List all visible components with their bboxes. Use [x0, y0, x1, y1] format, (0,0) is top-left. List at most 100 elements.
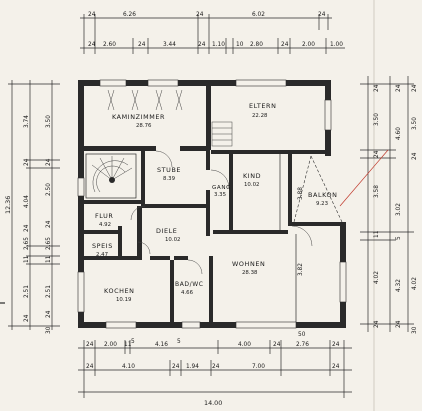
dim-bot1-d: 5: [131, 339, 135, 345]
dim-wohnen-height: 3.82: [298, 263, 304, 276]
dim-right2-e: 4.32: [396, 279, 402, 292]
room-stube-area: 8.39: [163, 176, 176, 182]
dim-top2-i: 24: [281, 42, 289, 48]
dim-bot1-e: 4.16: [155, 342, 168, 348]
dim-bot1-a: 24: [86, 342, 94, 348]
room-kochen-area: 10.19: [116, 297, 132, 303]
dim-bot1-h: 24: [273, 342, 281, 348]
dim-right1-e: 11: [374, 230, 380, 238]
dim-left2-e: 2.65: [46, 237, 52, 250]
dim-bot2-b: 4.10: [122, 364, 135, 370]
dim-top1-b: 6.26: [123, 12, 136, 18]
dim-right2-d: 5: [396, 236, 402, 240]
dim-right1-a: 24: [374, 84, 380, 92]
dim-bottom-total: 14.00: [204, 399, 222, 407]
stairs-upper: [211, 121, 233, 147]
dim-left1-f: 11: [24, 255, 30, 263]
walls: [78, 80, 346, 328]
dim-left2-i: 24: [46, 310, 52, 318]
dim-right3-d: 4.02: [412, 277, 418, 290]
dim-top1-d: 6.02: [252, 12, 265, 18]
room-eltern-area: 22.28: [252, 113, 268, 119]
dim-top1-c: 24: [196, 12, 204, 18]
dim-top2-a: 24: [88, 42, 96, 48]
room-diele-area: 10.02: [165, 237, 180, 243]
dim-bot1-i: 2.76: [296, 342, 309, 348]
dim-right1-b: 3.50: [374, 113, 380, 126]
room-kaminzimmer-name: KAMINZIMMER: [112, 113, 165, 121]
dim-left-total: 12.36: [4, 196, 12, 214]
left-dimensions: 12.36 3.74 24 4.04 24 2.65 11 2.51 24 3.…: [0, 80, 60, 334]
dim-right2-f: 24: [396, 320, 402, 328]
room-speis-area: 2.47: [96, 252, 108, 258]
internal-dimensions: 3.88 3.82 50: [279, 154, 306, 338]
room-eltern-name: ELTERN: [249, 102, 276, 110]
room-speis-name: SPEIS: [92, 242, 113, 250]
dim-left2-h: 2.51: [46, 285, 52, 298]
stairs-spiral: [85, 153, 137, 199]
dim-right1-c: 24: [374, 150, 380, 158]
dim-left1-d: 24: [24, 224, 30, 232]
dim-left1-h: 2.51: [24, 285, 30, 298]
dim-top2-f: 1.10: [212, 42, 225, 48]
dim-left1-e: 2.65: [24, 237, 30, 250]
top-dimensions: 24 6.26 24 6.02 24 24 2.60 24 3.44 24 1.…: [80, 12, 345, 54]
dim-left1-i: 24: [24, 314, 30, 322]
dim-top1-a: 24: [88, 12, 96, 18]
dim-bot1-j: 24: [332, 342, 340, 348]
dim-bot2-f: 7.00: [252, 364, 265, 370]
room-kind-area: 10.02: [244, 182, 259, 188]
room-kind-name: KIND: [243, 172, 261, 180]
dim-right2-c: 3.02: [396, 203, 402, 216]
dim-left1-c: 4.04: [24, 195, 30, 208]
dim-top2-b: 2.60: [103, 42, 116, 48]
dim-right1-d: 3.58: [374, 185, 380, 198]
dim-top2-g: 10: [236, 42, 244, 48]
red-annotation-line: [339, 149, 389, 207]
dim-right1-g: 4.02: [374, 271, 380, 284]
balkon-detail: [293, 155, 343, 223]
dim-fifty: 50: [298, 332, 306, 338]
dim-left2-c: 2.50: [46, 183, 52, 196]
dim-bot2-a: 24: [86, 364, 94, 370]
skylights: [107, 89, 183, 111]
doors: [130, 150, 313, 275]
room-badwc-name: BAD/WC: [175, 281, 204, 288]
room-wohnen-name: WOHNEN: [232, 260, 265, 268]
dim-top2-e: 24: [198, 42, 206, 48]
room-balkon-area: 9.23: [316, 201, 328, 207]
dim-top2-k: 1.00: [330, 42, 343, 48]
right-dimensions: 24 3.50 24 3.58 11 4.02 24 24 4.60 3.02 …: [339, 76, 418, 334]
dim-bot2-c: 24: [172, 364, 180, 370]
room-wohnen-area: 28.38: [242, 270, 258, 276]
dim-bot2-e: 24: [212, 364, 220, 370]
dim-top2-c: 24: [138, 42, 146, 48]
room-flur-area: 4.92: [99, 222, 111, 228]
dim-top2-d: 3.44: [163, 42, 176, 48]
room-stube-name: STUBE: [157, 166, 181, 174]
dim-left1-a: 3.74: [24, 115, 30, 128]
dim-right3-b: 3.50: [412, 117, 418, 130]
dim-bot1-g: 4.00: [238, 342, 251, 348]
room-balkon-name: BALKON: [308, 191, 338, 199]
dim-kind-height: 3.88: [298, 187, 304, 200]
dim-right3-e: 30: [412, 326, 418, 334]
room-flur-name: FLUR: [95, 212, 113, 220]
dim-top1-e: 24: [318, 12, 326, 18]
windows: [77, 79, 347, 329]
dim-right2-a: 24: [396, 84, 402, 92]
dim-bot2-d: 1.94: [186, 364, 199, 370]
dim-left2-d: 24: [46, 220, 52, 228]
room-labels: KAMINZIMMER 28.76 ELTERN 22.28 STUBE 8.3…: [92, 102, 338, 303]
dim-left1-b: 24: [24, 158, 30, 166]
dim-right3-c: 24: [412, 152, 418, 160]
dim-right2-b: 4.60: [396, 127, 402, 140]
dim-left2-f: 11: [46, 255, 52, 263]
dim-bot1-c: 11: [124, 342, 132, 348]
room-badwc-area: 4.66: [181, 290, 194, 296]
dim-top2-h: 2.80: [250, 42, 263, 48]
dim-bot2-g: 24: [332, 364, 340, 370]
room-diele-name: DIELE: [156, 227, 177, 235]
room-gang-area: 3.35: [214, 192, 226, 198]
